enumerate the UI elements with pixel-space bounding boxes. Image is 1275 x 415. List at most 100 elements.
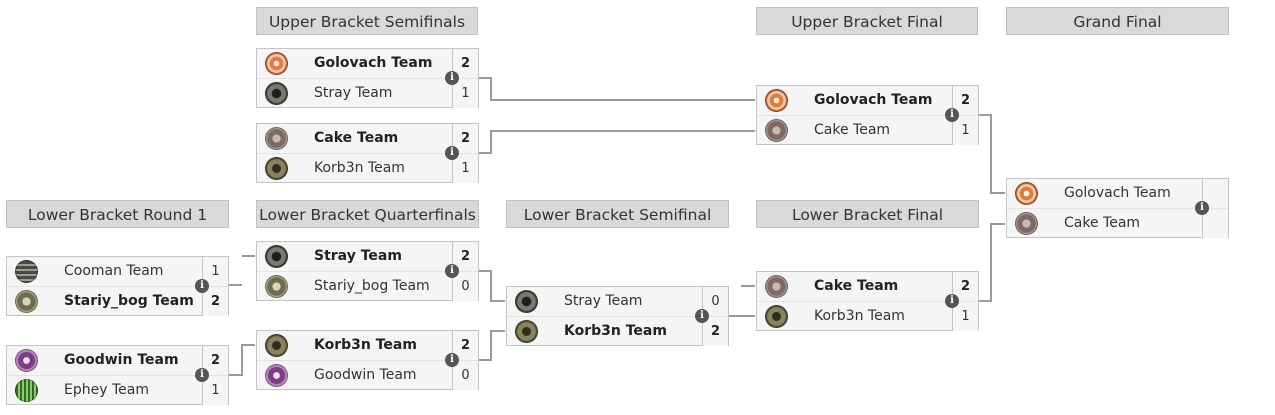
match-info-icon[interactable]: i <box>195 279 209 293</box>
round-header-upper-semifinals: Upper Bracket Semifinals <box>256 7 478 35</box>
match-row-team1[interactable]: Goodwin Team 2 <box>7 346 228 375</box>
team-name: Golovach Team <box>1064 185 1171 201</box>
connector-lbqf2-to-lbsf <box>479 330 505 361</box>
team-score <box>1202 209 1228 238</box>
connector-lbr1b-to-lbqf2 <box>229 344 255 376</box>
team-score: 1 <box>452 154 478 183</box>
cake-logo-icon <box>765 275 788 298</box>
match-info-icon[interactable]: i <box>195 368 209 382</box>
connector-ubf-to-gf <box>979 114 1005 194</box>
team-score: 1 <box>202 376 228 405</box>
match-ub-semifinal-2: Cake Team 2 Korb3n Team 1 i <box>256 123 479 183</box>
match-row-team1[interactable]: Cake Team 2 <box>757 272 978 301</box>
match-row-team2[interactable]: Korb3n Team 1 <box>757 301 978 331</box>
stray-logo-icon <box>265 82 288 105</box>
match-row-team1[interactable]: Cooman Team 1 <box>7 257 228 286</box>
golovach-logo-icon <box>765 89 788 112</box>
golovach-logo-icon <box>265 52 288 75</box>
team-name: Cake Team <box>314 130 399 146</box>
match-row-team1[interactable]: Golovach Team <box>1007 179 1228 208</box>
connector-lbf-to-gf <box>979 223 1005 302</box>
match-lb-round1-b: Goodwin Team 2 Ephey Team 1 i <box>6 345 229 405</box>
match-row-team2[interactable]: Korb3n Team 2 <box>507 316 728 346</box>
goodwin-logo-icon <box>265 364 288 387</box>
team-score: 1 <box>452 79 478 108</box>
team-name: Cake Team <box>814 122 891 138</box>
match-lb-quarterfinal-2: Korb3n Team 2 Goodwin Team 0 i <box>256 330 479 390</box>
match-info-icon[interactable]: i <box>945 108 959 122</box>
team-name: Korb3n Team <box>314 337 417 353</box>
match-ub-final: Golovach Team 2 Cake Team 1 i <box>756 85 979 145</box>
match-row-team2[interactable]: Goodwin Team 0 <box>257 360 478 390</box>
team-name: Ephey Team <box>64 382 149 398</box>
goodwin-logo-icon <box>15 349 38 372</box>
round-header-lower-final: Lower Bracket Final <box>756 200 979 228</box>
team-name: Stray Team <box>564 293 643 309</box>
match-lb-semifinal: Stray Team 0 Korb3n Team 2 i <box>506 286 729 346</box>
match-row-team2[interactable]: Stariy_bog Team 2 <box>7 286 228 316</box>
match-row-team1[interactable]: Golovach Team 2 <box>257 49 478 78</box>
match-row-team1[interactable]: Stray Team 2 <box>257 242 478 271</box>
team-name: Cake Team <box>814 278 899 294</box>
round-header-lower-round-1: Lower Bracket Round 1 <box>6 200 229 228</box>
match-row-team1[interactable]: Cake Team 2 <box>257 124 478 153</box>
team-name: Cooman Team <box>64 263 164 279</box>
team-score: 2 <box>452 242 478 271</box>
match-row-team2[interactable]: Stray Team 1 <box>257 78 478 108</box>
round-header-grand-final: Grand Final <box>1006 7 1229 35</box>
team-name: Stariy_bog Team <box>314 278 430 294</box>
team-name: Korb3n Team <box>814 308 905 324</box>
cake-logo-icon <box>765 119 788 142</box>
team-name: Korb3n Team <box>314 160 405 176</box>
stray-logo-icon <box>265 245 288 268</box>
team-score: 2 <box>702 317 728 346</box>
team-name: Korb3n Team <box>564 323 667 339</box>
round-header-upper-final: Upper Bracket Final <box>756 7 978 35</box>
team-score: 1 <box>952 116 978 145</box>
stariy-bog-logo-icon <box>265 275 288 298</box>
match-row-team2[interactable]: Ephey Team 1 <box>7 375 228 405</box>
team-score: 1 <box>952 302 978 331</box>
round-header-lower-quarterfinals: Lower Bracket Quarterfinals <box>256 200 479 228</box>
match-info-icon[interactable]: i <box>445 146 459 160</box>
team-name: Stariy_bog Team <box>64 293 194 309</box>
team-score: 0 <box>452 272 478 301</box>
team-score: 2 <box>452 124 478 153</box>
match-row-team2[interactable]: Cake Team <box>1007 208 1228 238</box>
cooman-logo-icon <box>15 260 38 283</box>
match-row-team1[interactable]: Korb3n Team 2 <box>257 331 478 360</box>
connector-ubsf1-to-ubf <box>479 77 755 101</box>
team-score: 2 <box>202 287 228 316</box>
korb3n-logo-icon <box>265 334 288 357</box>
match-ub-semifinal-1: Golovach Team 2 Stray Team 1 i <box>256 48 479 108</box>
round-header-lower-semifinal: Lower Bracket Semifinal <box>506 200 729 228</box>
match-row-team2[interactable]: Stariy_bog Team 0 <box>257 271 478 301</box>
team-score: 2 <box>452 331 478 360</box>
match-info-icon[interactable]: i <box>445 353 459 367</box>
golovach-logo-icon <box>1015 182 1038 205</box>
match-row-team1[interactable]: Golovach Team 2 <box>757 86 978 115</box>
match-row-team2[interactable]: Cake Team 1 <box>757 115 978 145</box>
team-name: Golovach Team <box>814 92 933 108</box>
match-info-icon[interactable]: i <box>445 71 459 85</box>
match-row-team2[interactable]: Korb3n Team 1 <box>257 153 478 183</box>
team-name: Goodwin Team <box>64 352 179 368</box>
team-score: 0 <box>452 361 478 390</box>
match-row-team1[interactable]: Stray Team 0 <box>507 287 728 316</box>
match-lb-round1-a: Cooman Team 1 Stariy_bog Team 2 i <box>6 256 229 316</box>
stray-logo-icon <box>515 290 538 313</box>
match-info-icon[interactable]: i <box>445 264 459 278</box>
match-info-icon[interactable]: i <box>945 294 959 308</box>
korb3n-logo-icon <box>265 157 288 180</box>
match-grand-final: Golovach Team Cake Team i <box>1006 178 1229 238</box>
team-name: Cake Team <box>1064 215 1141 231</box>
team-name: Golovach Team <box>314 55 433 71</box>
match-lb-final: Cake Team 2 Korb3n Team 1 i <box>756 271 979 331</box>
stariy-bog-logo-icon <box>15 290 38 313</box>
cake-logo-icon <box>265 127 288 150</box>
korb3n-logo-icon <box>765 305 788 328</box>
match-info-icon[interactable]: i <box>695 309 709 323</box>
ephey-logo-icon <box>15 379 38 402</box>
match-info-icon[interactable]: i <box>1195 201 1209 215</box>
